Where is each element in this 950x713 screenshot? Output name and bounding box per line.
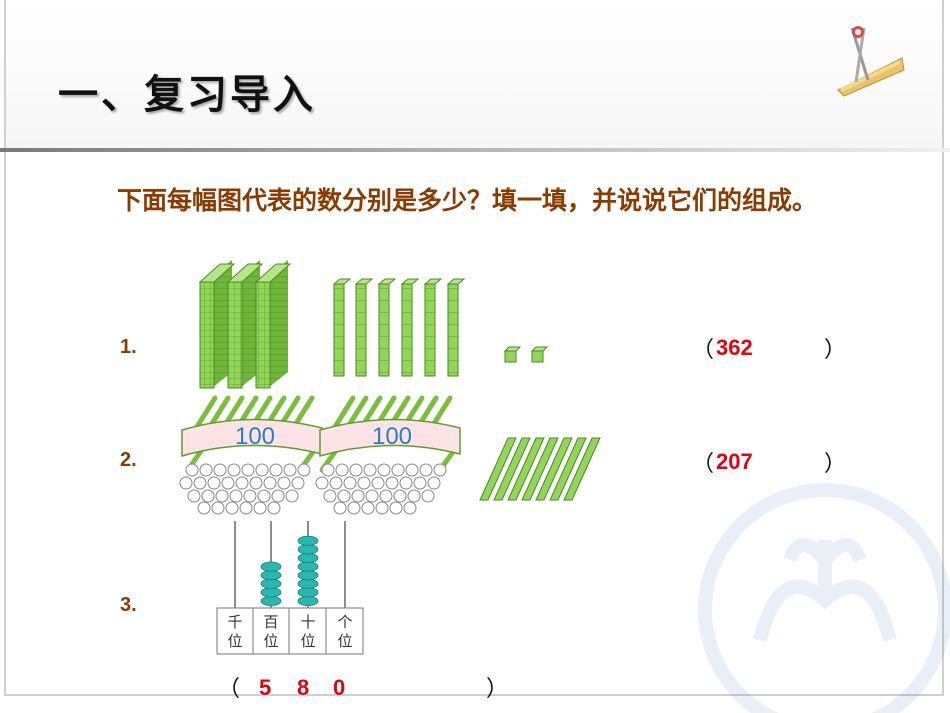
unit-cube (530, 346, 549, 363)
title-divider (0, 148, 950, 152)
abacus-bead (297, 544, 319, 555)
place-label-thousands-top: 千 (227, 613, 242, 631)
hundred-flat (254, 260, 292, 389)
loose-sticks (479, 437, 601, 501)
stick (563, 437, 601, 501)
abacus-bead (297, 570, 319, 581)
ten-rod (377, 278, 397, 377)
ten-rod (423, 278, 443, 377)
stick-bundle: 100 (315, 395, 461, 515)
abacus-bead (260, 570, 282, 581)
place-label-thousands-bottom: 位 (227, 632, 242, 650)
item-2-label: 2. (120, 449, 137, 471)
abacus-bead (297, 587, 319, 598)
page-title: 一、复习导入 (58, 72, 316, 118)
item-1-close-paren: ） (824, 338, 847, 363)
ten-rod (332, 278, 352, 377)
stick (521, 437, 559, 501)
unit-cubes (503, 346, 549, 363)
abacus-bead (297, 561, 319, 572)
abacus-bead (297, 596, 319, 607)
bundle-label: 100 (235, 423, 275, 450)
ten-rod (446, 278, 466, 377)
stick (493, 437, 531, 501)
stick (507, 437, 545, 501)
place-label-tens-bottom: 位 (300, 632, 315, 650)
place-label-tens-top: 十 (300, 613, 315, 631)
bundle-label: 100 (372, 423, 412, 450)
hundred-flat (198, 260, 236, 389)
item-3-open-paren: （ (218, 677, 241, 702)
item-1-open-paren: （ (692, 338, 715, 363)
stick (549, 437, 587, 501)
hundred-flat (226, 260, 264, 389)
watermark-logo-icon (698, 483, 950, 713)
item-1-label: 1. (120, 336, 137, 358)
place-label-hundreds-top: 百 (263, 613, 278, 631)
abacus-bead (260, 578, 282, 589)
item-2-answer: 207 (716, 449, 753, 474)
item-3-label: 3. (120, 594, 137, 616)
place-label-ones-bottom: 位 (337, 632, 352, 650)
item-2-close-paren: ） (824, 452, 847, 477)
item-3-close-paren: ） (486, 677, 509, 702)
slide-frame (4, 0, 944, 696)
item-3-digit-ones: 0 (333, 675, 346, 700)
hundred-flats (198, 260, 292, 389)
abacus-bead (297, 535, 319, 546)
abacus: 千 位 百 位 十 位 个 位 (216, 521, 364, 655)
item-3-digit-tens: 8 (297, 675, 310, 700)
abacus-bead (297, 578, 319, 589)
question-text: 下面每幅图代表的数分别是多少？填一填，并说说它们的组成。 (117, 186, 818, 215)
unit-cube (503, 346, 522, 363)
place-cell (325, 607, 364, 655)
stick (535, 437, 573, 501)
item-3-digit-hundreds: 5 (259, 675, 272, 700)
abacus-bead (260, 596, 282, 607)
place-label-hundreds-bottom: 位 (263, 632, 278, 650)
stick (479, 437, 517, 501)
place-cell (252, 607, 290, 655)
stick-bundle: 100 (179, 395, 323, 515)
abacus-bead (260, 587, 282, 598)
header-background (6, 0, 942, 150)
ten-rod (400, 278, 420, 377)
abacus-bead (260, 561, 282, 572)
ten-rod (354, 278, 374, 377)
abacus-bead (297, 553, 319, 564)
item-1-answer: 362 (716, 335, 753, 360)
ruler-compass-logo-icon (837, 26, 905, 97)
place-label-ones-top: 个 (337, 613, 352, 631)
ten-rods (332, 278, 466, 377)
item-2-open-paren: （ (692, 452, 715, 477)
